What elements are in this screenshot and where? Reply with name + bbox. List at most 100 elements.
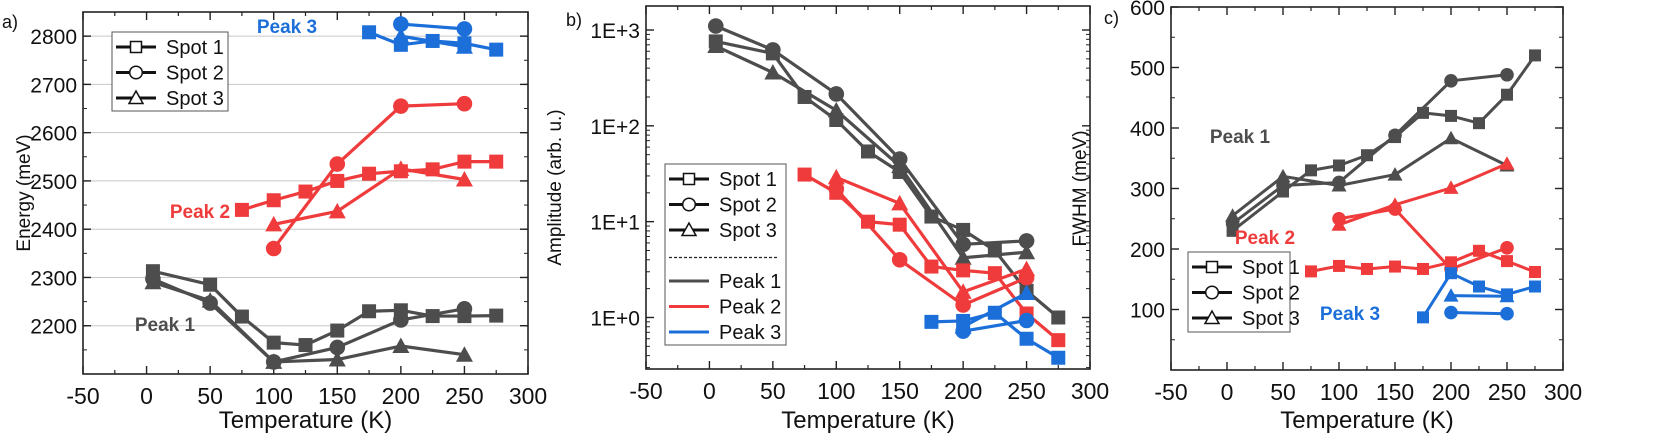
data-point-circle xyxy=(891,251,908,268)
data-point-square xyxy=(1361,262,1373,275)
data-point-square xyxy=(1051,350,1066,365)
data-point-square xyxy=(266,335,281,350)
data-point-square xyxy=(1417,262,1429,275)
y-tick-label: 600 xyxy=(1130,0,1165,20)
y-tick-label: 2200 xyxy=(30,316,77,339)
y-tick-label: 100 xyxy=(1130,300,1165,323)
data-point-square xyxy=(861,144,875,159)
series-peak2-spot3 xyxy=(1331,156,1515,231)
legend-item: Spot 3 xyxy=(669,220,777,242)
peak-annotation: Peak 2 xyxy=(1235,228,1295,249)
data-point-circle xyxy=(1500,240,1514,255)
series-line xyxy=(715,24,1027,246)
data-point-circle xyxy=(828,181,845,197)
legend: Spot 1 Spot 2 Spot 3 Peak 1 Peak 2 Peak 3 xyxy=(664,163,787,346)
legend-item: Peak 3 xyxy=(669,322,781,344)
data-point-square xyxy=(1305,265,1317,278)
legend-label: Peak 2 xyxy=(719,297,781,319)
legend-marker-square xyxy=(129,40,143,54)
panel-label: a) xyxy=(2,12,18,32)
data-point-circle xyxy=(1388,128,1402,143)
series-peak2-spot1 xyxy=(1305,244,1541,278)
data-point-triangle xyxy=(827,101,845,118)
x-tick-label: 50 xyxy=(197,383,223,409)
data-point-square xyxy=(489,308,504,323)
data-point-square xyxy=(298,184,313,199)
data-point-triangle xyxy=(1018,284,1036,301)
legend-item: Peak 2 xyxy=(669,297,781,319)
data-point-triangle xyxy=(764,64,782,80)
series-peak3-spot1 xyxy=(924,305,1066,365)
legend-label: Spot 3 xyxy=(166,88,224,110)
legend-item: Spot 1 xyxy=(1192,257,1300,279)
series-peak3-spot2 xyxy=(1444,305,1514,321)
data-point-triangle xyxy=(954,283,972,299)
data-point-square xyxy=(362,25,377,40)
data-point-square xyxy=(489,42,504,57)
legend-marker-circle xyxy=(128,65,144,80)
data-point-triangle xyxy=(328,202,346,219)
x-tick-label: 100 xyxy=(1320,379,1358,405)
data-point-square xyxy=(924,314,939,329)
data-point-triangle xyxy=(954,249,972,265)
peak-annotation: Peak 1 xyxy=(1210,127,1271,148)
data-point-triangle xyxy=(827,168,845,185)
legend-marker-square xyxy=(1205,260,1219,274)
x-tick-label: 300 xyxy=(1071,378,1109,404)
x-tick-label: -50 xyxy=(1154,379,1187,405)
data-point-circle xyxy=(393,16,409,32)
data-point-triangle xyxy=(891,157,909,174)
data-point-square xyxy=(266,193,281,208)
data-point-square xyxy=(1051,310,1066,325)
series-line xyxy=(715,44,1027,260)
y-tick-label: 500 xyxy=(1130,58,1165,81)
x-tick-label: -50 xyxy=(66,383,99,409)
peak-annotation: Peak 3 xyxy=(257,17,317,38)
data-point-circle xyxy=(955,236,971,253)
peak-annotation: Peak 2 xyxy=(170,202,230,223)
x-tick-label: 300 xyxy=(1544,379,1582,405)
data-point-triangle xyxy=(455,346,473,362)
data-point-circle xyxy=(329,156,346,172)
legend-marker-triangle xyxy=(1203,309,1221,325)
x-tick-label: 150 xyxy=(881,378,919,404)
data-point-triangle xyxy=(1499,288,1515,303)
data-point-triangle xyxy=(1387,197,1403,211)
legend-label: Spot 1 xyxy=(719,169,777,191)
data-point-circle xyxy=(707,18,724,34)
data-point-triangle xyxy=(1499,156,1515,170)
legend-label: Peak 1 xyxy=(719,271,781,293)
series-peak1-spot2 xyxy=(707,18,1035,253)
data-point-circle xyxy=(955,297,971,313)
legend-box xyxy=(664,163,787,346)
data-point-square xyxy=(1473,117,1485,130)
data-point-triangle xyxy=(265,353,283,369)
data-point-square xyxy=(330,323,345,338)
x-tick-label: -50 xyxy=(629,378,662,404)
legend-item: Spot 2 xyxy=(669,195,777,217)
legend-marker-circle xyxy=(681,197,697,212)
series-peak1-spot3 xyxy=(144,273,473,369)
data-point-triangle xyxy=(1443,130,1459,145)
data-point-triangle xyxy=(1443,180,1459,194)
y-tick-label: 200 xyxy=(1130,239,1165,262)
data-point-square xyxy=(1473,244,1485,257)
y-tick-label: 1E+3 xyxy=(590,20,640,43)
series-peak2-spot3 xyxy=(827,168,1036,299)
data-point-square xyxy=(797,167,812,182)
x-axis-title: Temperature (K) xyxy=(1280,407,1453,434)
series-peak3-spot2 xyxy=(393,16,473,37)
legend-marker-square xyxy=(682,172,696,186)
data-point-triangle xyxy=(1443,288,1459,302)
y-tick-label: 300 xyxy=(1130,179,1165,202)
data-point-square xyxy=(892,217,907,232)
data-point-circle xyxy=(1500,306,1514,321)
legend-label: Spot 2 xyxy=(166,63,224,85)
data-point-triangle xyxy=(891,194,909,211)
x-tick-label: 200 xyxy=(944,378,982,404)
series-line xyxy=(1338,162,1508,227)
data-point-circle xyxy=(828,86,845,102)
x-tick-label: 50 xyxy=(760,378,786,404)
